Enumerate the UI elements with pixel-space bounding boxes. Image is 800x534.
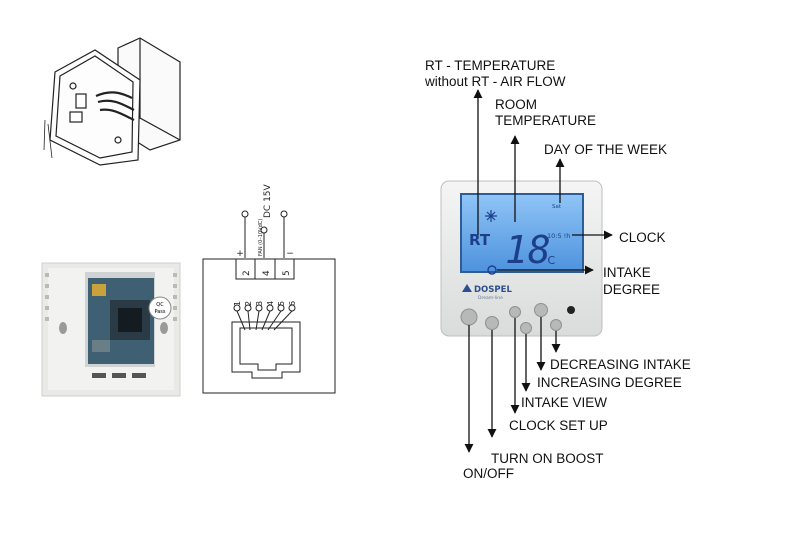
lcd-day: Sat	[552, 204, 562, 210]
button-extra[interactable]	[550, 319, 562, 331]
lcd-screen	[462, 195, 582, 271]
label-rt-temperature: RT - TEMPERATURE	[425, 58, 556, 73]
callout-arrows	[464, 89, 613, 453]
label-air-flow: without RT - AIR FLOW	[425, 74, 566, 89]
qc-label: QC	[156, 302, 164, 308]
minus-sign: −	[286, 249, 294, 259]
button-intake-view[interactable]	[509, 306, 521, 318]
label-increasing-degree: INCREASING DEGREE	[537, 375, 682, 390]
brand-sub: Dream-line	[478, 295, 503, 301]
pin-5: 5	[277, 301, 286, 306]
button-clock-set[interactable]	[485, 316, 499, 330]
snowflake-icon	[485, 210, 497, 222]
button-increasing[interactable]	[520, 322, 532, 334]
label-room: ROOM	[495, 97, 537, 112]
label-clock-set-up: CLOCK SET UP	[509, 418, 608, 433]
plus-sign: +	[236, 249, 244, 259]
lcd-unit: °C	[542, 254, 556, 267]
pin-3: 3	[255, 301, 264, 306]
label-turn-on-boost: TURN ON BOOST	[491, 451, 604, 466]
label-day-of-week: DAY OF THE WEEK	[544, 142, 668, 157]
brand-logo-icon	[462, 284, 472, 292]
terminal-2: 4	[262, 270, 272, 276]
label-clock: CLOCK	[619, 230, 666, 245]
thermostat: RT 18 °C Sat 10:5 !h DOSPEL Dream-line	[440, 180, 603, 337]
pin-1: 1	[233, 301, 242, 306]
label-intake: INTAKE	[603, 265, 651, 280]
label-degree: DEGREE	[603, 282, 661, 297]
button-on-off[interactable]	[460, 308, 478, 326]
lcd-temperature: 18	[505, 228, 551, 272]
lcd-rt: RT	[469, 231, 491, 249]
label-temperature: TEMPERATURE	[495, 113, 597, 128]
lcd-time: 10:5 !h	[547, 232, 570, 240]
mounting-sketch	[43, 37, 181, 166]
supply-label: DC 15V	[263, 183, 273, 218]
pin-2: 2	[244, 301, 253, 306]
label-decreasing-intake: DECREASING INTAKE	[550, 357, 691, 372]
terminal-1: 2	[242, 270, 252, 276]
brand-name: DOSPEL	[474, 285, 512, 295]
button-decreasing[interactable]	[534, 303, 548, 317]
back-panel: QC Pass	[41, 262, 181, 397]
fan-icon	[487, 265, 497, 275]
pin-6: 6	[288, 301, 297, 306]
label-intake-view: INTAKE VIEW	[521, 395, 608, 410]
qc-pass: Pass	[154, 309, 165, 315]
wiring-diagram	[202, 210, 336, 394]
terminal-3: 5	[282, 270, 292, 276]
rj-connector	[231, 304, 301, 379]
pin-4: 4	[266, 301, 275, 306]
label-on-off: ON/OFF	[463, 466, 514, 481]
indicator-led	[567, 306, 575, 314]
wiring-text: DC 15V + − FAN (0–10VdC) 2 4 5 1 2 3 4 5…	[233, 183, 297, 306]
fan-label: FAN (0–10VdC)	[258, 219, 264, 256]
